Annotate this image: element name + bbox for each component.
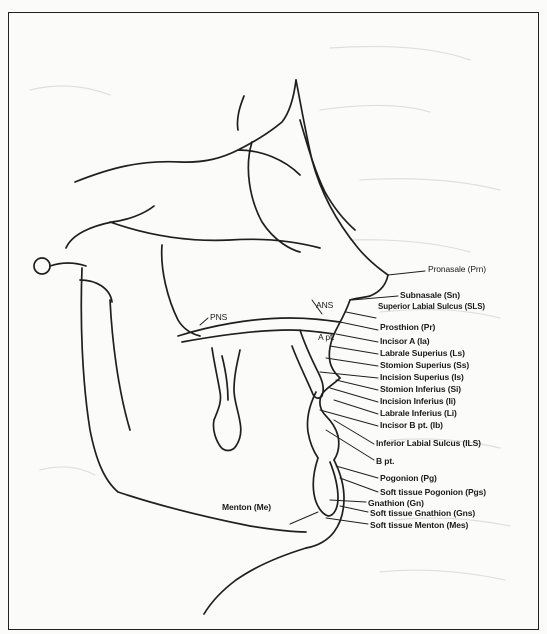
symphysis (313, 458, 338, 516)
orbit-loop (237, 96, 244, 130)
label-soft-tissue-gnathion: Soft tissue Gnathion (Gns) (370, 508, 475, 518)
label-soft-tissue-menton: Soft tissue Menton (Mes) (370, 520, 468, 530)
pterygoid-line (162, 245, 200, 336)
lower-incisor (307, 392, 318, 458)
neck-curve (204, 548, 306, 614)
label-incision-inferius: Incision Inferius (Ii) (380, 396, 456, 406)
label-incisor-b: Incisor B pt. (Ib) (380, 420, 443, 430)
molar-root (222, 356, 228, 400)
label-pronasale: Pronasale (Prn) (428, 264, 486, 274)
ear-line (50, 263, 86, 266)
photocopy-noise (30, 47, 510, 581)
maxilla-upper (110, 222, 320, 248)
label-labrale-superius: Labrale Superius (Ls) (380, 348, 465, 358)
sella-region (66, 206, 154, 248)
coronoid-loop (80, 280, 112, 302)
label-menton: Menton (Me) (222, 502, 271, 512)
label-pns: PNS (210, 312, 227, 322)
label-b-pt: B pt. (376, 456, 394, 466)
label-labrale-inferius: Labrale Inferius (Li) (380, 408, 457, 418)
palate-lower (182, 330, 334, 342)
label-incision-superius: Incision Superius (Is) (380, 372, 464, 382)
label-inferior-labial-sulcus: Inferior Labial Sulcus (ILS) (376, 438, 481, 448)
palatal-plane (178, 318, 340, 336)
frontal-curve (238, 150, 300, 175)
label-incisor-a: Incisor A (Ia) (380, 336, 429, 346)
label-prosthion: Prosthion (Pr) (380, 322, 435, 332)
label-ans: ANS (316, 300, 333, 310)
molar-tooth (212, 348, 241, 451)
label-pogonion: Pogonion (Pg) (380, 473, 437, 483)
nasal-inner (300, 120, 355, 230)
label-soft-tissue-pogonion: Soft tissue Pogonion (Pgs) (380, 487, 486, 497)
label-gnathion: Gnathion (Gn) (368, 498, 424, 508)
label-a-pt: A pt. (318, 332, 335, 342)
label-superior-labial-sulcus: Superior Labial Sulcus (SLS) (378, 302, 485, 311)
nose-soft-tissue (350, 275, 388, 300)
porion-circle (34, 258, 50, 274)
ramus-inner (110, 300, 130, 430)
mandible-body (118, 492, 306, 532)
cranium-outline (75, 80, 296, 182)
label-stomion-superius: Stomion Superius (Ss) (380, 360, 469, 370)
label-subnasale: Subnasale (Sn) (400, 290, 460, 300)
label-stomion-inferius: Stomion Inferius (Si) (380, 384, 461, 394)
